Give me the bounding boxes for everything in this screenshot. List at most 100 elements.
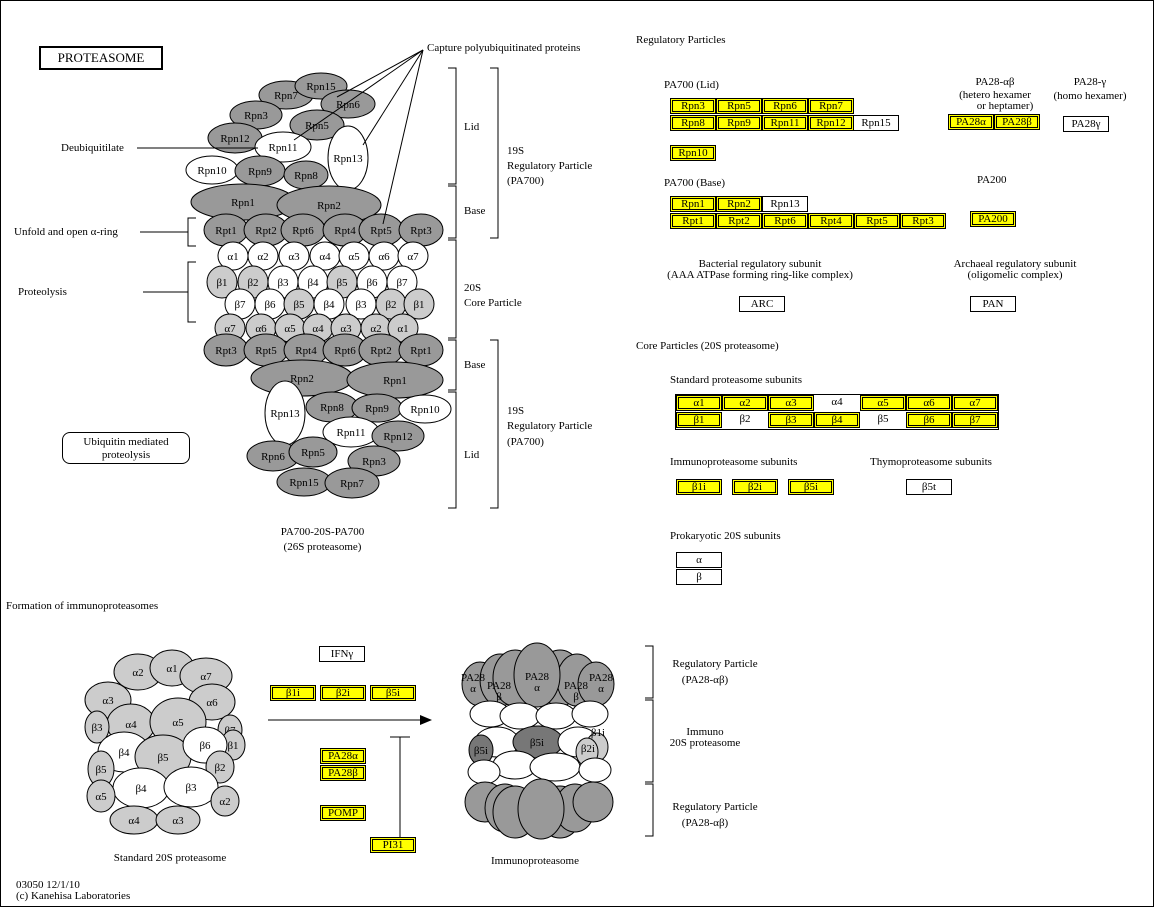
gene-ifng[interactable]: IFNγ	[319, 646, 365, 662]
gene-beta-2[interactable]: β2	[722, 412, 768, 428]
gene-pi31[interactable]: PI31	[370, 837, 416, 853]
std20s-unit-14-label: β5	[95, 764, 107, 776]
gene-beta-6[interactable]: β6	[906, 412, 952, 428]
gene-pa28g[interactable]: PA28γ	[1063, 116, 1109, 132]
footer-code: 03050 12/1/10	[16, 879, 80, 891]
rp-top-sub: (PA28-αβ)	[681, 674, 729, 686]
ubiquitin-link-line1: Ubiquitin mediated	[83, 436, 169, 448]
gene-prok-alpha[interactable]: α	[676, 552, 722, 568]
gene-alpha-4[interactable]: α4	[814, 395, 860, 411]
subunit-rpt3-top-label: Rpt3	[410, 225, 432, 237]
std20s-unit-21-label: α3	[172, 815, 184, 827]
imm-label-b2i: β2i	[581, 743, 595, 755]
gene-formation-immuno-3[interactable]: β5i	[370, 685, 416, 701]
bacterial-line2: (AAA ATPase forming ring-like complex)	[667, 269, 853, 281]
gene-alpha-7[interactable]: α7	[952, 395, 998, 411]
gene-lid-row2-2[interactable]: Rpn9	[716, 115, 762, 131]
subunit-rpn8-bottom-label: Rpn8	[320, 402, 344, 414]
gene-pa28ab-1[interactable]: PA28α	[948, 114, 994, 130]
imm-label-b5i-left: β5i	[474, 745, 488, 757]
std20s-unit-4-label: α3	[102, 695, 114, 707]
pa28-cap-bottom-6	[572, 781, 614, 823]
gene-alpha-1[interactable]: α1	[676, 395, 722, 411]
gene-alpha-6[interactable]: α6	[906, 395, 952, 411]
gene-lid-row2-4[interactable]: Rpn12	[808, 115, 854, 131]
immunoproteasome-caption: Immunoproteasome	[491, 855, 579, 867]
gene-lid-row2-1[interactable]: Rpn8	[670, 115, 716, 131]
gene-base-row2-2[interactable]: Rpt2	[716, 213, 762, 229]
lid-label-bottom: Lid	[464, 449, 480, 461]
pa700-base-title: PA700 (Base)	[664, 177, 726, 189]
gene-alpha-2[interactable]: α2	[722, 395, 768, 411]
gene-base-row1-1[interactable]: Rpn1	[670, 196, 716, 212]
gene-pan[interactable]: PAN	[970, 296, 1016, 312]
imm-label-alpha-2: α	[534, 682, 540, 694]
gene-immuno-3[interactable]: β5i	[788, 479, 834, 495]
std20s-unit-12-label: β5	[157, 752, 169, 764]
beta-bottom-5-label: β3	[355, 299, 367, 311]
gene-base-row2-1[interactable]: Rpt1	[670, 213, 716, 229]
gene-beta-4[interactable]: β4	[814, 412, 860, 428]
gene-b5t[interactable]: β5t	[906, 479, 952, 495]
gene-pomp[interactable]: POMP	[320, 805, 366, 821]
gene-beta-7[interactable]: β7	[952, 412, 998, 428]
immuno20s-line1: Immuno	[686, 726, 724, 738]
gene-lid-row2-3[interactable]: Rpn11	[762, 115, 808, 131]
gene-rpn13[interactable]: Rpn13	[762, 196, 808, 212]
gene-lid-row1-3[interactable]: Rpn6	[762, 98, 808, 114]
gene-formation-immuno-2[interactable]: β2i	[320, 685, 366, 701]
beta-bottom-3-label: β5	[293, 299, 305, 311]
gene-base-row2-4[interactable]: Rpt4	[808, 213, 854, 229]
subunit-rpt5-bottom-label: Rpt5	[255, 345, 277, 357]
gene-alpha-5[interactable]: α5	[860, 395, 906, 411]
std20s-unit-5-label: α6	[206, 697, 218, 709]
cp-core: Core Particle	[464, 297, 522, 309]
gene-lid-row1-4[interactable]: Rpn7	[808, 98, 854, 114]
ubiquitin-link[interactable]: Ubiquitin mediated proteolysis	[62, 432, 190, 464]
gene-beta-3[interactable]: β3	[768, 412, 814, 428]
gene-formation-immuno-1[interactable]: β1i	[270, 685, 316, 701]
pa28g-title: PA28-γ	[1073, 76, 1107, 88]
alpha-top-7-label: α7	[407, 251, 419, 263]
prok-title: Prokaryotic 20S subunits	[670, 530, 781, 542]
gene-base-row1-2[interactable]: Rpn2	[716, 196, 762, 212]
imm-beta-ring2-4	[467, 759, 501, 785]
beta-bottom-2-label: β6	[264, 299, 276, 311]
cp-20s: 20S	[464, 282, 482, 294]
archaeal-line1: Archaeal regulatory subunit	[953, 258, 1077, 270]
pa28-cap-top-center	[513, 642, 561, 708]
gene-pa28b-formation[interactable]: PA28β	[320, 765, 366, 781]
gene-immuno-1[interactable]: β1i	[676, 479, 722, 495]
annotation-lines	[137, 49, 654, 838]
subunit-rpn5-bottom-label: Rpn5	[301, 447, 325, 459]
gene-pa28a-formation[interactable]: PA28α	[320, 748, 366, 764]
gene-immuno-2[interactable]: β2i	[732, 479, 778, 495]
gene-beta-5[interactable]: β5	[860, 412, 906, 428]
gene-pa200[interactable]: PA200	[970, 211, 1016, 227]
imm-alpha-ring-4	[571, 700, 609, 728]
subunit-rpn7-bottom-label: Rpn7	[340, 478, 364, 490]
pathway-title: PROTEASOME	[57, 50, 145, 65]
pa700-20s-pa700-drawing: Rpn7Rpn15Rpn3Rpn6Rpn5Rpn12Rpn11Rpn13Rpn1…	[185, 72, 452, 499]
gene-arc[interactable]: ARC	[739, 296, 785, 312]
imm-label-pa28-5: PA28	[589, 672, 614, 684]
gene-rpn10[interactable]: Rpn10	[670, 145, 716, 161]
gene-prok-beta[interactable]: β	[676, 569, 722, 585]
subunit-rpn2-bottom-label: Rpn2	[290, 373, 314, 385]
std20s-unit-1-label: α2	[132, 667, 143, 679]
gene-lid-row1-1[interactable]: Rpn3	[670, 98, 716, 114]
ubiquitin-link-line2: proteolysis	[101, 449, 151, 461]
gene-base-row2-6[interactable]: Rpt3	[900, 213, 946, 229]
gene-beta-1[interactable]: β1	[676, 412, 722, 428]
gene-rpn15[interactable]: Rpn15	[853, 115, 899, 131]
gene-base-row2-3[interactable]: Rpt6	[762, 213, 808, 229]
footer-copyright: (c) Kanehisa Laboratories	[16, 890, 131, 902]
immuno20s-line2: 20S proteasome	[669, 737, 741, 749]
gene-alpha-3[interactable]: α3	[768, 395, 814, 411]
gene-lid-row1-2[interactable]: Rpn5	[716, 98, 762, 114]
subunit-rpn3-bottom-label: Rpn3	[362, 456, 386, 468]
alpha-top-3	[278, 241, 310, 271]
alpha-top-2-label: α2	[257, 251, 268, 263]
gene-pa28ab-2[interactable]: PA28β	[994, 114, 1040, 130]
gene-base-row2-5[interactable]: Rpt5	[854, 213, 900, 229]
